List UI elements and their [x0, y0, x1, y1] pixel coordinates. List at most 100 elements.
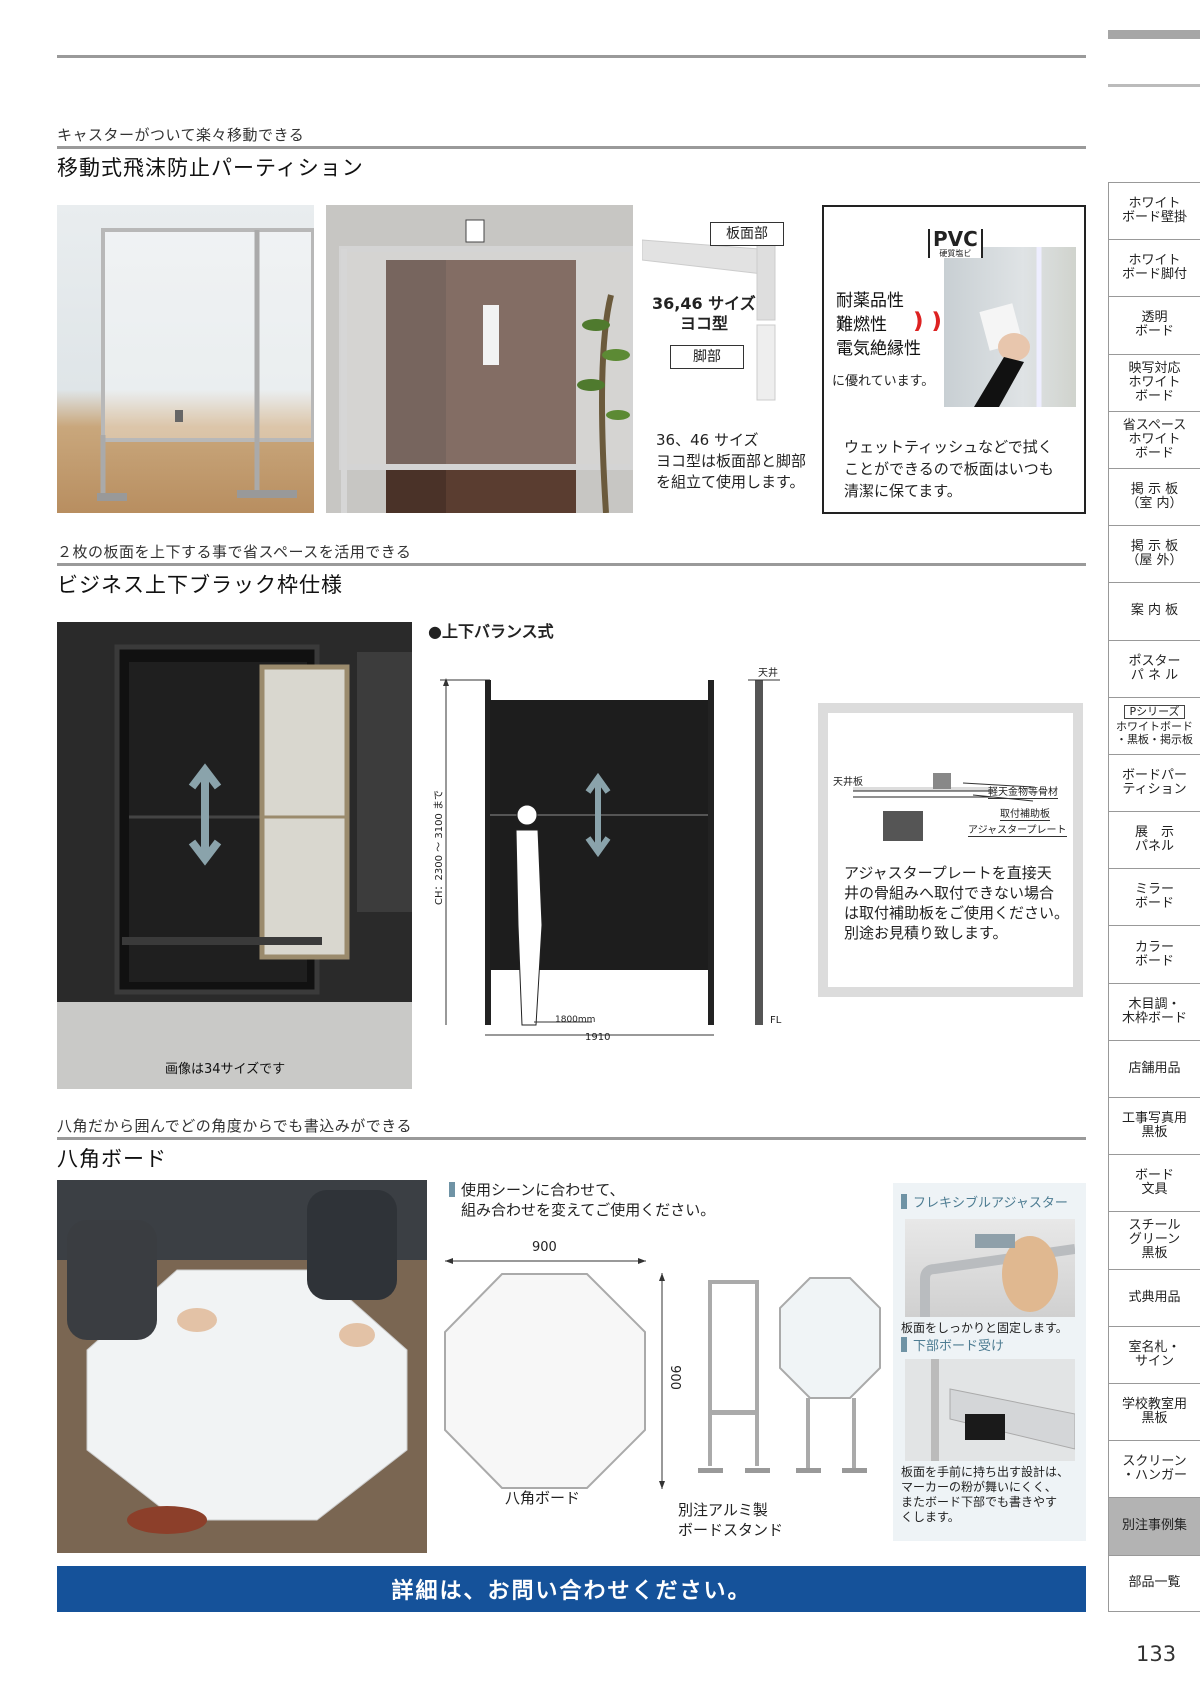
- contact-banner[interactable]: 詳細は、お問い合わせください。: [57, 1566, 1086, 1612]
- size-note-line1: 36、46 サイズ: [656, 431, 759, 449]
- stand-caption-line1: 別注アルミ製: [678, 1501, 768, 1519]
- sidebar-item-store-supplies[interactable]: 店舗用品: [1109, 1039, 1200, 1097]
- label-leg-part: 脚部: [670, 345, 744, 369]
- diagram-title: ●上下バランス式: [428, 622, 554, 641]
- section1-rule: [57, 146, 1086, 149]
- accent-bar-icon: [901, 1337, 907, 1352]
- wiping-photo: [944, 247, 1076, 407]
- page-number: 133: [1136, 1642, 1177, 1666]
- ceiling-detail-box: 天井板 軽天金物等骨材 取付補助板 アジャスタープレート アジャスタープレートを…: [818, 703, 1083, 997]
- meeting-illustration: [57, 1180, 427, 1553]
- sidebar-item-board-partition[interactable]: ボードパー ティション: [1109, 753, 1200, 811]
- size-note-line3: を組立て使用します。: [656, 473, 805, 491]
- pvc-properties: 耐薬品性 難燃性 電気絶縁性: [836, 289, 921, 361]
- sidebar-item-mirror-board[interactable]: ミラー ボード: [1109, 868, 1200, 925]
- sidebar-item-school-blackboard[interactable]: 学校教室用 黒板: [1109, 1382, 1200, 1440]
- section3-rule: [57, 1137, 1086, 1140]
- detail-note-line3: は取付補助板をご使用ください。: [844, 904, 1070, 922]
- accent-bar-icon: [901, 1194, 907, 1209]
- sidebar-item-display-panel[interactable]: 展 示 パネル: [1109, 811, 1200, 868]
- balance-illustration: [440, 678, 780, 1036]
- sidebar-item-wood-board[interactable]: 木目調・ 木枠ボード: [1109, 982, 1200, 1040]
- feature-panel: フレキシブルアジャスター 板面をしっかりと固定します。 下部ボード受け 板面を手…: [893, 1183, 1086, 1541]
- red-emphasis-icon: ❫❫: [909, 309, 946, 334]
- partition-illustration: [97, 228, 314, 501]
- feature1-title: フレキシブルアジャスター: [901, 1193, 1068, 1214]
- usage-line1: 使用シーンに合わせて、: [449, 1180, 625, 1201]
- black-frame-photo: 画像は34サイズです: [57, 622, 412, 1089]
- dimension-width-label: 900: [532, 1240, 557, 1255]
- sidebar-item-screen-hanger[interactable]: スクリーン ・ハンガー: [1109, 1440, 1200, 1497]
- lower-board-holder-photo: [905, 1359, 1075, 1461]
- sidebar-item-room-signs[interactable]: 室名札・ サイン: [1109, 1325, 1200, 1383]
- stand-caption-line2: ボードスタンド: [678, 1521, 784, 1539]
- p-series-label: ホワイトボード ・黒板・掲示板: [1116, 720, 1193, 747]
- sidebar-item-construction-blackboard[interactable]: 工事写真用 黒板: [1109, 1097, 1200, 1154]
- section3-subtitle: 八角だから囲んでどの角度からでも書込みができる: [57, 1117, 413, 1135]
- section2-rule: [57, 563, 1086, 566]
- tab-marker-second: [1108, 84, 1200, 87]
- black-board-illustration: [57, 622, 412, 1089]
- pvc-note-line2: ことができるので板面はいつも: [844, 460, 1054, 478]
- sidebar-item-steel-green-blackboard[interactable]: スチール グリーン 黒板: [1109, 1211, 1200, 1268]
- sidebar-item-parts-list[interactable]: 部品一覧: [1109, 1554, 1200, 1612]
- pvc-badge: PVC 硬質塩ビ: [928, 229, 983, 258]
- feature2-desc-line2: マーカーの粉が舞いにくく、: [901, 1480, 1057, 1494]
- sidebar-item-bulletin-indoor[interactable]: 掲 示 板 （室 内）: [1109, 467, 1200, 525]
- sidebar-item-whiteboard-legs[interactable]: ホワイト ボード脚付: [1109, 239, 1200, 296]
- sidebar-item-color-board[interactable]: カラー ボード: [1109, 925, 1200, 982]
- ceiling-detail-illustration: [853, 773, 1034, 841]
- usage-line2: 組み合わせを変えてご使用ください。: [461, 1201, 716, 1219]
- sidebar-item-bulletin-outdoor[interactable]: 掲 示 板 （屋 外）: [1109, 525, 1200, 582]
- size-type-line1: 36,46 サイズ: [652, 294, 756, 313]
- ceiling-label: 天井: [758, 668, 778, 679]
- sidebar-item-transparent-board[interactable]: 透明 ボード: [1109, 296, 1200, 353]
- section1-title: 移動式飛沫防止パーティション: [57, 156, 364, 180]
- flexible-adjuster-photo: [905, 1219, 1075, 1317]
- sidebar-item-guide-board[interactable]: 案 内 板: [1109, 582, 1200, 639]
- feature2-desc-line3: またボード下部でも書きやす: [901, 1495, 1058, 1509]
- door-partition-photo: [326, 205, 633, 513]
- adjuster-illustration: [920, 1234, 1075, 1317]
- top-rule: [57, 55, 1086, 58]
- size-type-line2: ヨコ型: [680, 314, 729, 333]
- detail-note-line1: アジャスタープレートを直接天: [844, 864, 1052, 882]
- detail-note-line4: 別途お見積り致します。: [844, 924, 1008, 942]
- pvc-badge-text: PVC: [933, 227, 978, 251]
- p-series-badge: Pシリーズ: [1124, 705, 1185, 720]
- width-1910-label: 1910: [585, 1032, 611, 1043]
- size-note-line2: ヨコ型は板面部と脚部: [656, 452, 807, 470]
- dimension-height-label: 900: [666, 1365, 682, 1390]
- frame-parts-diagram: [641, 225, 792, 405]
- usage-line1-text: 使用シーンに合わせて、: [461, 1181, 625, 1199]
- feature2-desc-line1: 板面を手前に持ち出す設計は、: [901, 1465, 1070, 1479]
- adjuster-plate-label: アジャスタープレート: [968, 821, 1067, 837]
- detail-note-line2: 井の骨組みへ取付できない場合: [844, 884, 1055, 902]
- aux-plate-label: 取付補助板: [1000, 805, 1050, 821]
- door-illustration: [326, 205, 633, 513]
- pvc-box: PVC 硬質塩ビ 耐薬品性 難燃性 電気絶縁性 ❫❫ に優れています。 ウェット…: [822, 205, 1086, 514]
- octagon-meeting-photo: [57, 1180, 427, 1553]
- sidebar-item-board-stationery[interactable]: ボード 文具: [1109, 1154, 1200, 1211]
- sidebar-item-custom-cases[interactable]: 別注事例集: [1109, 1497, 1200, 1555]
- feature1-title-text: フレキシブルアジャスター: [913, 1196, 1068, 1211]
- sidebar-item-poster-panel[interactable]: ポスター パ ネ ル: [1109, 639, 1200, 697]
- sidebar-item-whiteboard-wall[interactable]: ホワイト ボード壁掛: [1109, 182, 1200, 239]
- feature1-desc: 板面をしっかりと固定します。: [901, 1321, 1068, 1335]
- sidebar-item-projection-whiteboard[interactable]: 映写対応 ホワイト ボード: [1109, 353, 1200, 411]
- sidebar-item-ceremony-supplies[interactable]: 式典用品: [1109, 1268, 1200, 1326]
- accent-bar-icon: [449, 1182, 455, 1197]
- feature2-desc-line4: くします。: [901, 1510, 960, 1524]
- frame-illustration: [641, 239, 776, 401]
- sidebar-item-space-saving-whiteboard[interactable]: 省スペース ホワイト ボード: [1109, 410, 1200, 468]
- section1-subtitle: キャスターがついて楽々移動できる: [57, 126, 305, 144]
- section3-title: 八角ボード: [57, 1147, 167, 1171]
- frame-label: 軽天金物等骨材: [988, 783, 1058, 799]
- prop-flame: 難燃性: [836, 315, 887, 335]
- section2-title: ビジネス上下ブラック枠仕様: [57, 573, 343, 597]
- partition-photo: [57, 205, 314, 513]
- height-range-label: CH：2300 〜 3100 まで: [433, 790, 445, 905]
- octagon-diagram: 900 900: [440, 1240, 890, 1540]
- sidebar-item-p-series[interactable]: Pシリーズ ホワイトボード ・黒板・掲示板: [1109, 696, 1200, 754]
- props-suffix: に優れています。: [832, 374, 935, 389]
